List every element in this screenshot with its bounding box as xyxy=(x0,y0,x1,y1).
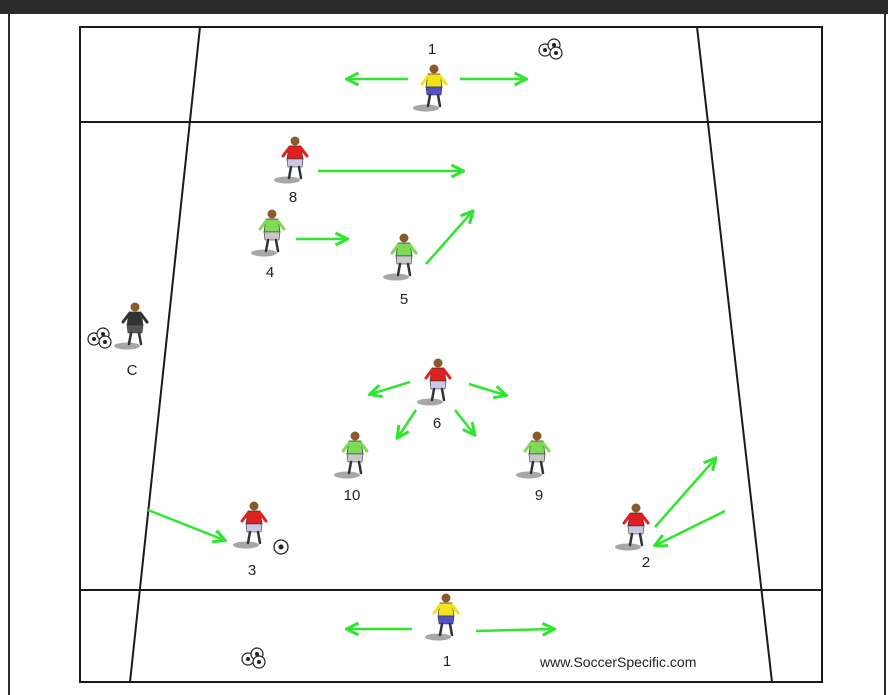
arrow-6-right xyxy=(468,382,505,395)
arrow-6-down-left xyxy=(398,409,418,437)
player-6-label: 6 xyxy=(433,415,441,432)
player-8-label: 8 xyxy=(289,189,297,206)
player-3-label: 3 xyxy=(248,562,256,579)
ball-icon xyxy=(273,539,289,555)
left-border xyxy=(8,14,10,695)
player-3-figure xyxy=(231,500,268,550)
right-taper-line xyxy=(696,26,773,683)
player-4-label: 4 xyxy=(266,264,274,281)
player-9-figure xyxy=(514,430,551,480)
arrow-6-down-right xyxy=(454,409,474,434)
right-border xyxy=(884,14,886,695)
movement-arrows xyxy=(147,79,726,631)
goalkeeper-bottom-figure xyxy=(423,592,460,642)
coach-label: C xyxy=(127,362,138,379)
player-9-label: 9 xyxy=(535,487,543,504)
window-top-bar xyxy=(0,0,888,14)
arrow-2-in xyxy=(656,509,726,545)
ball-pile-bottom-icon xyxy=(241,647,266,669)
player-2-label: 2 xyxy=(642,554,650,571)
ball-pile-top-icon xyxy=(538,38,563,60)
goalkeeper-top-figure xyxy=(411,63,448,113)
player-10-label: 10 xyxy=(344,487,361,504)
player-4-figure xyxy=(249,208,286,258)
player-5-label: 5 xyxy=(400,291,408,308)
player-6-figure xyxy=(415,357,452,407)
player-10-figure xyxy=(332,430,369,480)
player-5-figure xyxy=(381,232,418,282)
arrow-gk-bottom-right xyxy=(475,629,553,631)
watermark: www.SoccerSpecific.com xyxy=(539,654,696,670)
coach-figure xyxy=(112,301,149,351)
field-border xyxy=(79,26,823,683)
player-8-figure xyxy=(272,135,309,185)
left-taper-line xyxy=(129,26,201,683)
pitch xyxy=(79,26,823,683)
goalkeeper-top-label: 1 xyxy=(428,41,436,58)
arrow-6-left xyxy=(371,380,411,394)
player-2-figure xyxy=(613,502,650,552)
goalkeeper-bottom-label: 1 xyxy=(443,653,451,670)
arrow-2-out xyxy=(654,459,715,528)
ball-pile-coach-icon xyxy=(87,327,112,349)
arrow-3-pass xyxy=(147,508,224,540)
arrow-5-run xyxy=(425,212,472,265)
